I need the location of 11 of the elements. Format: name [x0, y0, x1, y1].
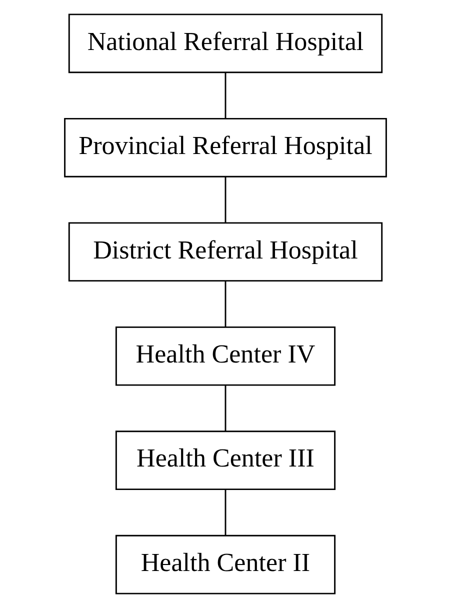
connector	[224, 385, 226, 432]
node-box: National Referral Hospital	[68, 14, 383, 74]
node-box: District Referral Hospital	[68, 222, 383, 282]
node-box: Provincial Referral Hospital	[64, 118, 387, 178]
node-box: Health Center III	[115, 430, 336, 490]
connector	[224, 72, 226, 119]
node-box: Health Center II	[115, 534, 336, 594]
connector	[224, 490, 226, 536]
node-box: Health Center IV	[115, 326, 336, 386]
connector	[224, 281, 226, 328]
connector	[224, 176, 226, 223]
